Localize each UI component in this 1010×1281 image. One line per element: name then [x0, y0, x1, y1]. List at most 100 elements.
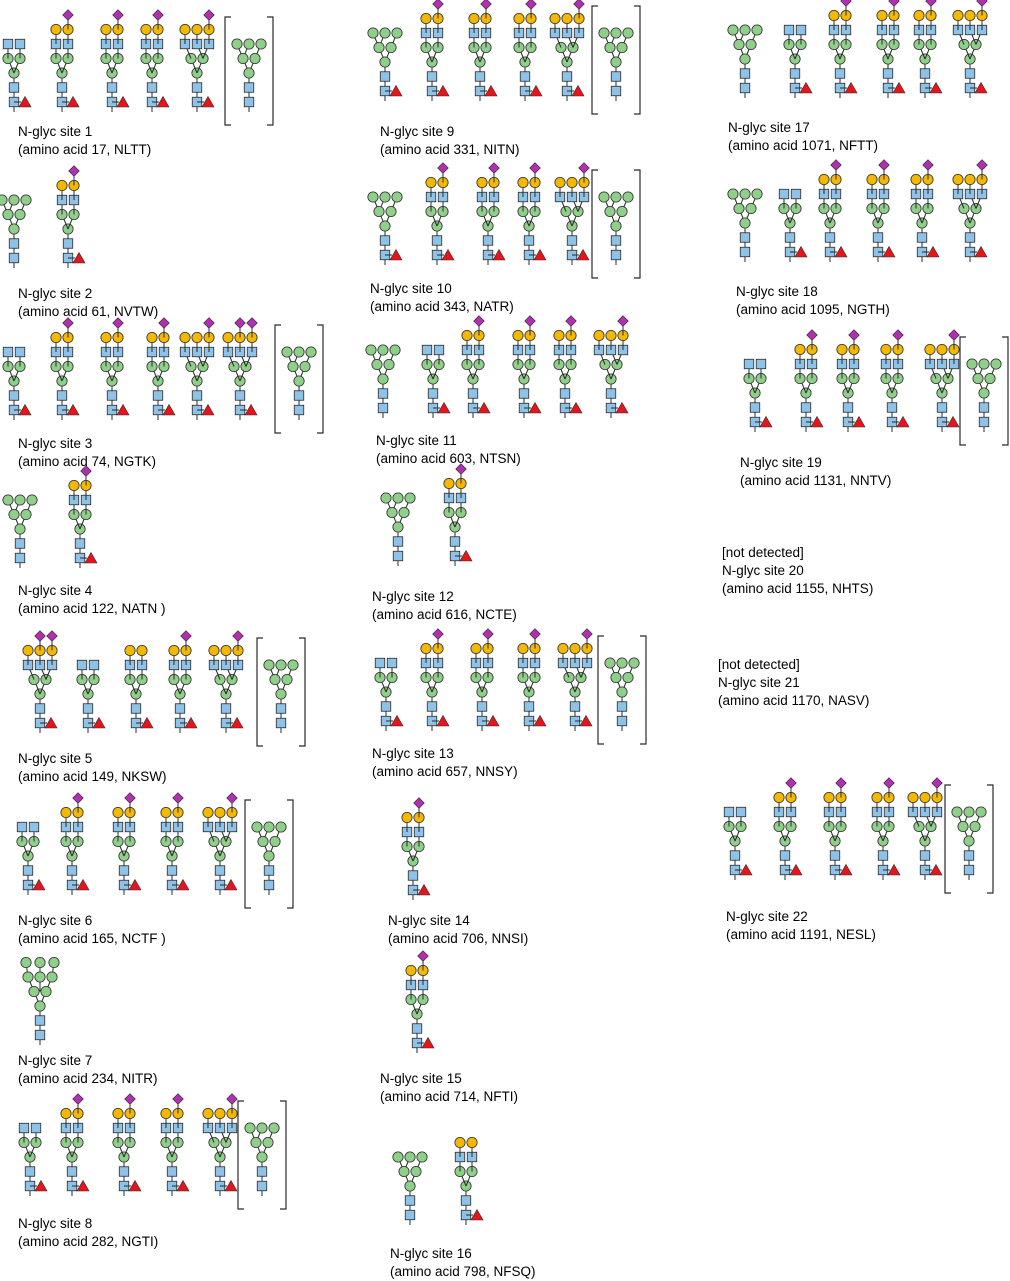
sialic-diamond-icon [848, 329, 860, 341]
mannose-circle-icon [373, 41, 385, 54]
mannose-circle-icon [305, 346, 317, 358]
mannose-circle-icon [727, 24, 739, 36]
minor-glycan-bracket [256, 637, 306, 747]
sialic-diamond-icon [432, 628, 444, 640]
glcnac-square-icon [963, 864, 975, 876]
mannose-circle-icon [367, 191, 379, 203]
glcnac-square-icon [936, 402, 948, 413]
mannose-circle-icon [275, 688, 287, 700]
glycan-structure [160, 792, 190, 895]
glcnac-square-icon [166, 865, 178, 876]
sialic-diamond-icon [112, 317, 124, 329]
fucose-triangle-icon [128, 1179, 142, 1192]
glcnac-square-icon [407, 870, 419, 881]
sialic-diamond-icon [34, 630, 46, 642]
mannose-circle-icon [966, 358, 978, 370]
galactose-circle-icon [513, 12, 525, 25]
glycan-structure [554, 162, 590, 265]
fucose-triangle-icon [882, 245, 896, 258]
fucose-triangle-icon [389, 248, 403, 261]
fucose-triangle-icon [76, 878, 90, 891]
glcnac-square-icon [755, 358, 767, 370]
fucose-triangle-icon [437, 401, 451, 414]
galactose-circle-icon [124, 644, 136, 657]
sialic-diamond-icon [246, 317, 258, 329]
fucose-triangle-icon [477, 401, 491, 414]
galactose-circle-icon [202, 806, 214, 819]
glcnac-square-icon [561, 71, 573, 82]
galactose-circle-icon [179, 331, 191, 344]
mannose-circle-icon [739, 24, 751, 36]
mannose-circle-icon [398, 1165, 410, 1178]
site-6-label: N-glyc site 6(amino acid 165, NCTF ) [18, 913, 166, 946]
site-2-label: N-glyc site 2(amino acid 61, NVTW) [18, 286, 159, 319]
glcnac-square-icon [14, 38, 26, 50]
glcnac-square-icon [18, 1122, 30, 1134]
mannose-circle-icon [263, 850, 275, 862]
bracket-left [944, 784, 951, 894]
glcnac-square-icon [293, 390, 305, 401]
galactose-circle-icon [214, 1107, 226, 1120]
glcnac-square-icon [14, 538, 26, 549]
glcnac-square-icon [449, 536, 461, 547]
glcnac-square-icon [74, 538, 86, 549]
glycan-structure [405, 950, 435, 1053]
mannose-circle-icon [610, 27, 622, 39]
mannose-circle-icon [963, 806, 975, 818]
galactose-circle-icon [924, 343, 936, 356]
mannose-circle-icon [978, 358, 990, 370]
fucose-triangle-icon [794, 245, 808, 258]
glcnac-square-icon [842, 402, 854, 413]
fucose-triangle-icon [571, 84, 585, 97]
glycan-structure [913, 0, 943, 98]
bracket-right [634, 169, 641, 279]
glcnac-square-icon [392, 536, 404, 547]
galactose-circle-icon [952, 173, 964, 186]
glycan-structure [367, 191, 403, 265]
glcnac-square-icon [220, 703, 232, 714]
glcnac-square-icon [106, 82, 118, 93]
glcnac-square-icon [34, 703, 46, 714]
fucose-triangle-icon [230, 716, 244, 729]
glcnac-square-icon [916, 232, 928, 243]
fucose-triangle-icon [569, 401, 583, 414]
mannose-circle-icon [8, 223, 20, 235]
mannose-circle-icon [404, 492, 416, 504]
galactose-circle-icon [405, 964, 417, 977]
mannose-circle-icon [739, 217, 751, 229]
fucose-triangle-icon [441, 248, 455, 261]
glycan-structure [836, 329, 866, 432]
glcnac-square-icon [729, 850, 741, 861]
glcnac-square-icon [263, 879, 275, 891]
glycan-structure [952, 159, 988, 262]
glcnac-square-icon [146, 82, 158, 93]
galactose-circle-icon [50, 23, 62, 36]
glcnac-square-icon [234, 390, 246, 401]
glycan-structure [952, 0, 988, 98]
mannose-circle-icon [14, 208, 26, 221]
glycan-structure [146, 317, 176, 420]
mannose-circle-icon [281, 673, 293, 686]
glcnac-square-icon [610, 249, 622, 261]
glcnac-square-icon [379, 235, 391, 246]
fucose-triangle-icon [18, 95, 32, 108]
glycan-structure [2, 346, 32, 420]
glcnac-square-icon [783, 24, 795, 36]
fucose-triangle-icon [156, 95, 170, 108]
fucose-triangle-icon [66, 95, 80, 108]
mannose-circle-icon [616, 205, 628, 218]
glycan-structure [2, 494, 38, 568]
glcnac-square-icon [427, 388, 439, 399]
fucose-triangle-icon [533, 248, 547, 261]
galactose-circle-icon [880, 343, 892, 356]
mannose-circle-icon [978, 387, 990, 399]
mannose-circle-icon [404, 1151, 416, 1163]
mannose-circle-icon [972, 372, 984, 385]
sialic-diamond-icon [840, 0, 852, 7]
fucose-triangle-icon [224, 1179, 238, 1192]
mannose-circle-icon [26, 494, 38, 506]
glcnac-square-icon [795, 24, 807, 36]
mannose-circle-icon [268, 1122, 280, 1134]
glycan-structure [76, 659, 106, 733]
galactose-circle-icon [936, 343, 948, 356]
